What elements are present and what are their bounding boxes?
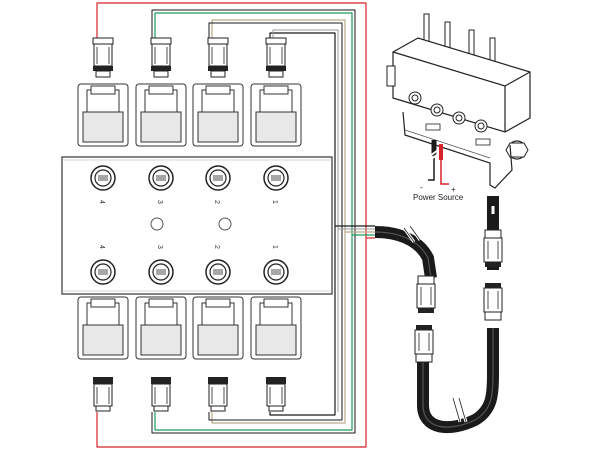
power-plus-sign: + (451, 185, 456, 194)
valve-number-bottom-2: 2 (213, 245, 220, 249)
valve-number-top-4: 4 (98, 200, 105, 204)
cable-plug-right-upper (483, 229, 503, 268)
manifold-port (150, 217, 164, 231)
valve-number-bottom-4: 4 (98, 245, 105, 249)
wire-green (154, 12, 353, 431)
cable-plug-left-lower (414, 324, 434, 363)
valve-number-bottom-1: 1 (271, 245, 278, 249)
power-source: - + Power Source (413, 140, 464, 202)
valve-number-top-2: 2 (213, 200, 220, 204)
cable-plug-right-lower (483, 282, 503, 321)
power-unit (386, 13, 531, 189)
harness-wires (96, 2, 375, 448)
wire-red (96, 2, 367, 448)
cable-plug-left-upper (416, 275, 436, 314)
power-source-label: Power Source (413, 193, 464, 202)
wire-tan (211, 19, 346, 424)
wire-black (269, 32, 336, 416)
manifold-port (218, 217, 232, 231)
valve-number-top-1: 1 (271, 200, 278, 204)
power-minus-sign: - (420, 183, 423, 192)
valve-number-top-3: 3 (156, 200, 163, 204)
valve-number-bottom-3: 3 (156, 245, 163, 249)
